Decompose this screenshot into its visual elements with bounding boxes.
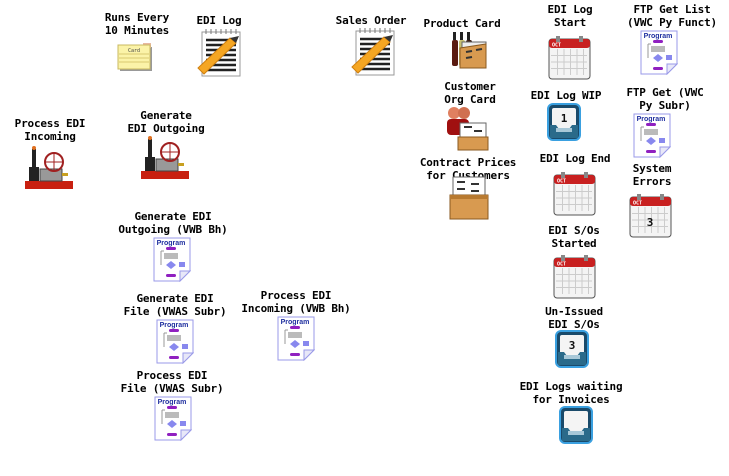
item-label[interactable]: System Errors [632, 162, 672, 188]
item-label[interactable]: EDI Log Start [547, 3, 593, 29]
item-label[interactable]: Un-Issued EDI S/Os [545, 305, 603, 331]
svg-text:3: 3 [569, 339, 576, 352]
program-icon[interactable]: Program [156, 319, 194, 364]
svg-text:Program: Program [158, 399, 187, 406]
notepad-icon[interactable] [350, 27, 396, 77]
svg-text:Program: Program [157, 240, 186, 247]
item-label[interactable]: FTP Get (VWC Py Subr) [626, 86, 704, 112]
svg-text:OCT: OCT [557, 179, 566, 185]
item-label[interactable]: Generate EDI File (VWAS Subr) [123, 292, 227, 318]
item-label[interactable]: Customer Org Card [444, 80, 496, 106]
item-label[interactable]: EDI S/Os Started [548, 224, 600, 250]
steam-engine-icon[interactable] [24, 145, 74, 191]
notepad-icon[interactable] [196, 28, 242, 78]
item-label[interactable]: Process EDI File (VWAS Subr) [120, 369, 224, 395]
item-label[interactable]: EDI Log End [539, 152, 611, 165]
wine-card-box-icon[interactable] [448, 30, 488, 70]
program-icon[interactable]: Program [633, 113, 671, 158]
calendar-icon[interactable]: OCT [552, 171, 597, 216]
svg-text:Program: Program [160, 322, 189, 329]
card-icon[interactable]: Card [117, 42, 153, 72]
calendar-icon[interactable]: OCT [552, 254, 597, 299]
people-card-box-icon[interactable] [444, 105, 490, 151]
item-label[interactable]: Sales Order [335, 14, 407, 27]
item-label[interactable]: Generate EDI Outgoing [127, 109, 205, 135]
item-label[interactable]: Generate EDI Outgoing (VWB Bh) [118, 210, 228, 236]
calendar-icon[interactable]: OCT [547, 35, 592, 80]
item-label[interactable]: EDI Log WIP [530, 89, 602, 102]
program-icon[interactable]: Program [640, 30, 678, 75]
svg-text:3: 3 [647, 216, 654, 229]
svg-text:OCT: OCT [557, 262, 566, 268]
svg-text:1: 1 [561, 112, 568, 125]
item-label[interactable]: EDI Log [196, 14, 242, 27]
item-label[interactable]: Process EDI Incoming (VWB Bh) [241, 289, 351, 315]
program-icon[interactable]: Program [277, 316, 315, 361]
svg-text:OCT: OCT [552, 43, 561, 49]
inbox-icon[interactable]: 1 [547, 103, 581, 141]
item-label[interactable]: Product Card [423, 17, 501, 30]
inbox-icon[interactable]: 3 [555, 330, 589, 368]
svg-text:Card: Card [128, 48, 140, 54]
svg-text:Program: Program [644, 33, 673, 40]
inbox-icon[interactable] [559, 406, 593, 444]
steam-engine-icon[interactable] [140, 135, 190, 181]
svg-text:OCT: OCT [633, 201, 642, 207]
program-icon[interactable]: Program [154, 396, 192, 441]
item-label[interactable]: EDI Logs waiting for Invoices [519, 380, 623, 406]
item-label[interactable]: Process EDI Incoming [14, 117, 86, 143]
item-label[interactable]: Runs Every 10 Minutes [104, 11, 170, 37]
card-box-icon[interactable] [449, 175, 489, 221]
calendar-icon[interactable]: OCT 3 [628, 193, 673, 238]
program-icon[interactable]: Program [153, 237, 191, 282]
svg-text:Program: Program [281, 319, 310, 326]
svg-text:Program: Program [637, 116, 666, 123]
item-label[interactable]: FTP Get List (VWC Py Funct) [627, 3, 717, 29]
